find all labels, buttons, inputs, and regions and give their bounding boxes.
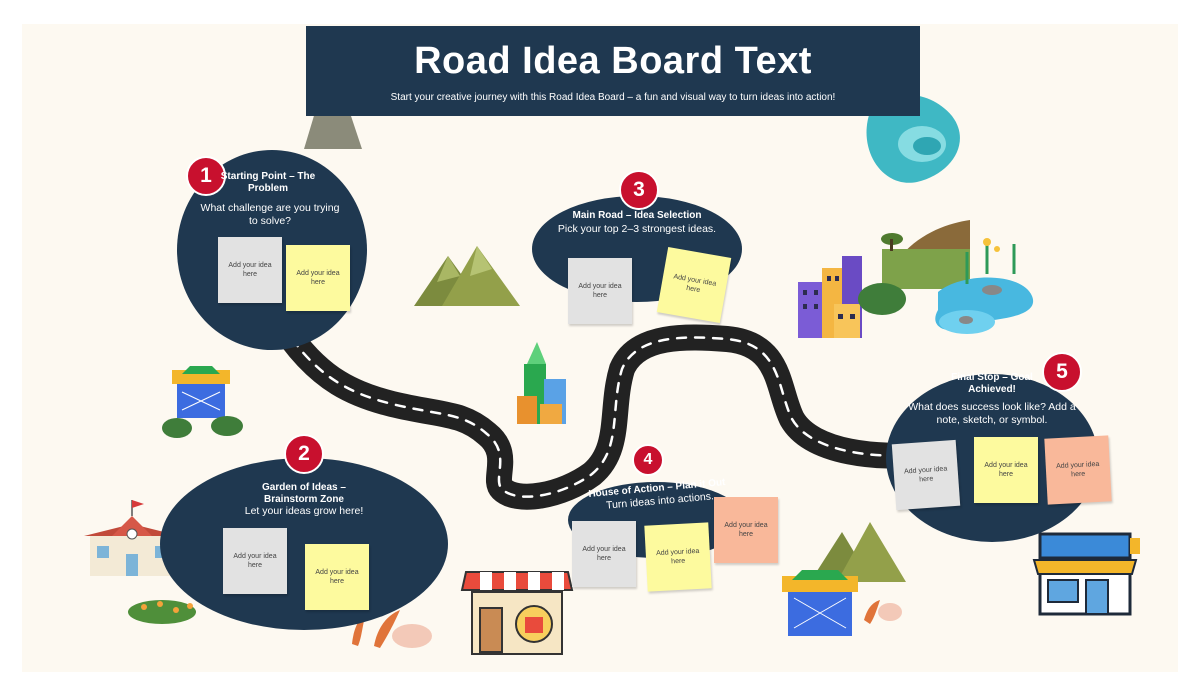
gift-shop-icon bbox=[460, 571, 574, 655]
idea-board-canvas: Road Idea Board Text Start your creative… bbox=[22, 24, 1178, 672]
stop-3-prompt: Pick your top 2–3 strongest ideas. bbox=[557, 223, 717, 235]
stop-1-sticky-note-2[interactable]: Add your idea here bbox=[286, 245, 350, 311]
flower-bush-icon bbox=[128, 600, 196, 624]
mountains-icon bbox=[414, 246, 520, 306]
stop-5-sticky-note-1[interactable]: Add your idea here bbox=[891, 439, 961, 511]
stop-2-number-badge: 2 bbox=[284, 434, 324, 474]
stop-2-prompt: Let your ideas grow here! bbox=[244, 505, 364, 517]
title-banner: Road Idea Board Text Start your creative… bbox=[306, 26, 920, 116]
stop-1-number-badge: 1 bbox=[186, 156, 226, 196]
mountains-icon bbox=[810, 522, 906, 582]
stop-5-question: What does success look like? Add a note,… bbox=[908, 401, 1076, 426]
stop-1-title: Starting Point – The Problem bbox=[220, 171, 316, 194]
stop-2-sticky-note-2[interactable]: Add your idea here bbox=[305, 544, 369, 610]
stop-3-sticky-note-2[interactable]: Add your idea here bbox=[656, 246, 732, 324]
storefront-icon bbox=[1032, 532, 1140, 616]
lake-icon bbox=[866, 94, 960, 183]
stop-5-title: Final Stop – Goal Achieved! bbox=[951, 372, 1033, 395]
skyscraper-icon bbox=[517, 342, 566, 424]
stop-1-sticky-note-1[interactable]: Add your idea here bbox=[218, 237, 282, 303]
stop-4-sticky-note-2[interactable]: Add your idea here bbox=[644, 522, 712, 592]
stop-3-number-badge: 3 bbox=[619, 170, 659, 210]
stop-2-title: Garden of Ideas – Brainstorm Zone bbox=[262, 482, 346, 505]
stop-2-bubble bbox=[160, 458, 448, 630]
nature-landscape-icon bbox=[858, 220, 1034, 334]
board-title: Road Idea Board Text bbox=[414, 40, 812, 82]
stop-2-sticky-note-1[interactable]: Add your idea here bbox=[223, 528, 287, 594]
stop-1-question: What challenge are you trying to solve? bbox=[200, 202, 340, 227]
stop-4-sticky-note-1[interactable]: Add your idea here bbox=[572, 521, 636, 587]
stop-5-sticky-note-3[interactable]: Add your idea here bbox=[1044, 435, 1112, 505]
winding-road bbox=[279, 324, 935, 510]
stop-4-sticky-note-3[interactable]: Add your idea here bbox=[714, 497, 778, 563]
board-subtitle: Start your creative journey with this Ro… bbox=[390, 92, 836, 103]
board-artwork bbox=[84, 62, 1140, 655]
shopping-basket-store-icon bbox=[782, 570, 858, 636]
stop-5-sticky-note-2[interactable]: Add your idea here bbox=[974, 437, 1038, 503]
stop-4-number-badge: 4 bbox=[632, 444, 664, 476]
shopping-basket-store-icon bbox=[162, 366, 243, 438]
city-skyline-icon bbox=[798, 256, 862, 338]
stop-3-sticky-note-1[interactable]: Add your idea here bbox=[568, 258, 632, 324]
school-building-icon bbox=[84, 500, 180, 576]
stop-5-number-badge: 5 bbox=[1042, 352, 1082, 392]
stop-3-title: Main Road – Idea Selection bbox=[572, 210, 702, 221]
